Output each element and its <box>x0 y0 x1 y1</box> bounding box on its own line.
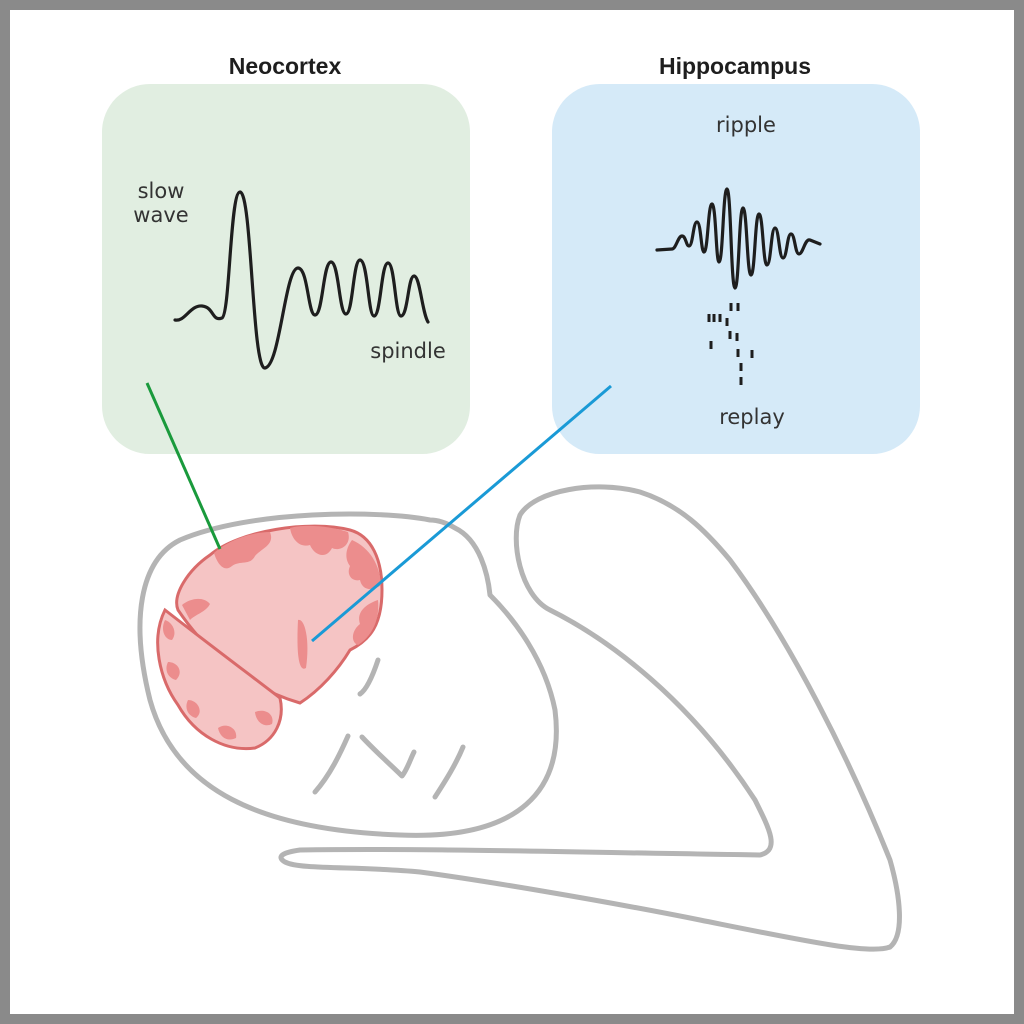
ripple-trace <box>655 187 822 290</box>
cortex-folds <box>182 525 381 669</box>
hippocampus-panel <box>552 84 920 454</box>
spindle-label: spindle <box>370 339 446 363</box>
slow-wave-label-line1: slow <box>138 179 185 203</box>
sleeping-person-outline <box>137 484 902 952</box>
replay-raster <box>707 303 754 385</box>
face-line-1 <box>357 657 381 697</box>
hippocampus-connector-line <box>311 384 612 643</box>
cerebellum-folds <box>162 620 273 740</box>
replay-label: replay <box>719 405 785 429</box>
slow-wave-spindle-trace <box>173 190 430 370</box>
ripple-label: ripple <box>716 113 776 137</box>
face-line-3 <box>312 733 351 795</box>
face-line-2 <box>359 734 417 779</box>
cerebellum-region <box>156 607 283 751</box>
brain-illustration <box>156 524 384 751</box>
slow-wave-label-line2: wave <box>133 203 188 227</box>
head-outline <box>137 511 559 838</box>
hippocampus-title: Hippocampus <box>659 53 811 79</box>
neocortex-title: Neocortex <box>229 53 342 79</box>
arm-outline <box>278 484 902 952</box>
face-line-4 <box>432 744 466 800</box>
neocortex-connector-line <box>145 382 222 550</box>
neocortex-panel <box>102 84 470 454</box>
